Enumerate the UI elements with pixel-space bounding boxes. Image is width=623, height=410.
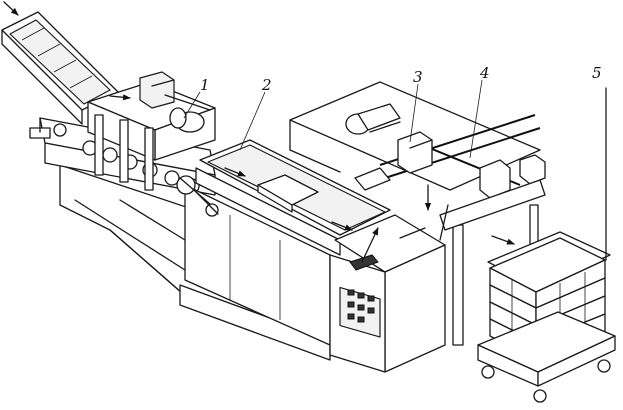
arrow-icon bbox=[224, 167, 246, 177]
arrow-icon bbox=[3, 1, 19, 16]
compactor-unit bbox=[87, 71, 216, 191]
stacking-mechanism bbox=[345, 103, 546, 346]
callout-label: 2 bbox=[261, 76, 272, 94]
control-cabinet bbox=[329, 214, 446, 373]
arrow-icon bbox=[331, 221, 353, 231]
bag-stack bbox=[477, 231, 616, 403]
main-conveyor-section bbox=[176, 139, 391, 346]
callout-label: 3 bbox=[413, 68, 423, 86]
callout-label: 4 bbox=[479, 64, 490, 82]
control-panel bbox=[347, 289, 375, 323]
callout-label: 1 bbox=[200, 76, 210, 94]
callout-label: 5 bbox=[592, 64, 602, 82]
inclined-feed-conveyor bbox=[1, 11, 119, 125]
arrow-icon bbox=[361, 227, 379, 263]
arrow-icon bbox=[109, 94, 131, 101]
arrow-icon bbox=[491, 235, 515, 245]
leader-lines bbox=[183, 79, 483, 159]
